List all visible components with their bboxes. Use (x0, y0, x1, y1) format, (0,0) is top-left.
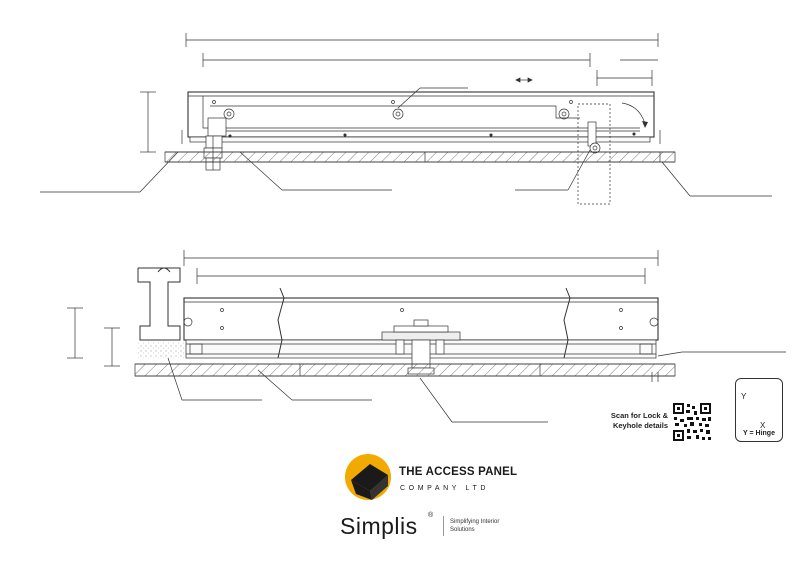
company-logo-icon (345, 454, 391, 500)
break-marks (277, 287, 571, 359)
hinge-key-box (735, 378, 783, 442)
qr-caption-line1: Scan for Lock & (610, 411, 668, 420)
dimension-lines-top (140, 33, 659, 153)
qr-caption: Scan for Lock & Keyhole details (588, 411, 668, 431)
tagline-line1: Simplifying Interior (450, 519, 500, 525)
top-section-view (40, 33, 772, 205)
ceiling-board-bottom (134, 363, 676, 377)
lock-assembly (381, 319, 461, 375)
logo-divider (443, 516, 444, 536)
hinge-key-y-label: Y (741, 392, 747, 401)
bottom-section-view (67, 250, 786, 423)
screws-bottom (183, 308, 659, 330)
leader-lines-top (40, 87, 772, 197)
qr-caption-line2: Keyhole details (612, 421, 668, 430)
metal-stud-profile (137, 267, 181, 341)
product-tagline: Simplifying Interior Solutions (450, 519, 540, 534)
leader-lines-bottom (167, 351, 786, 423)
adjuster-screws-top (212, 100, 636, 138)
product-logo-text: Simplis (340, 513, 418, 539)
hinge-key-x-label: X (760, 421, 766, 430)
tagline-line2: Solutions (450, 526, 475, 533)
qr-code[interactable] (672, 402, 712, 442)
ceiling-board-top (164, 151, 676, 163)
panel-frame-top (181, 91, 661, 144)
registered-mark: ® (428, 512, 434, 519)
insulation-layer (138, 342, 190, 358)
brand-subtitle: COMPANY LTD (400, 485, 489, 492)
swing-arc (621, 102, 646, 125)
hinge-key-note: Y = Hinge (743, 430, 775, 437)
brand-name: THE ACCESS PANEL (399, 466, 518, 478)
dimension-lines-bottom (67, 250, 659, 382)
